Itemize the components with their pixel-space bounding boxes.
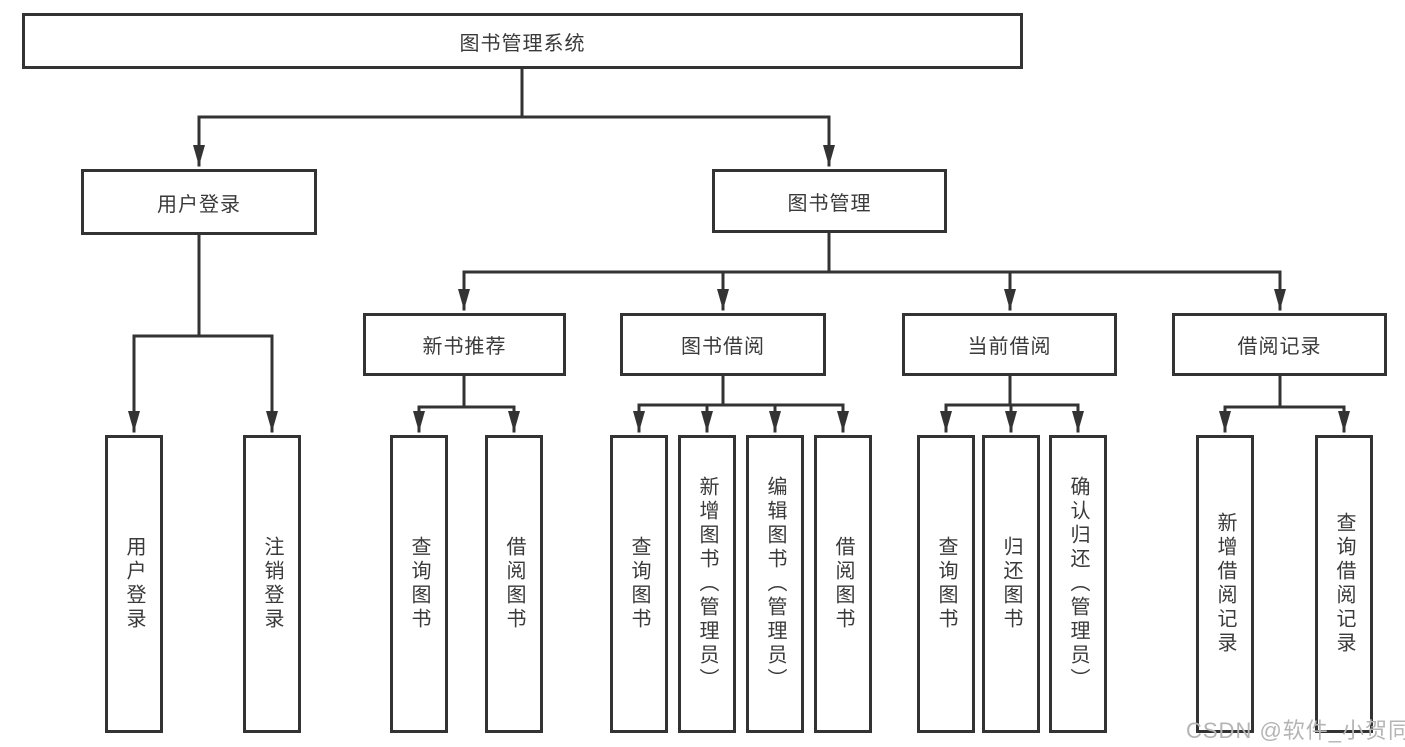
leaf-query-book-borrow: 查询图书 bbox=[610, 435, 668, 733]
node-root-system: 图书管理系统 bbox=[22, 13, 1023, 69]
leaf-borrow-book: 借阅图书 bbox=[814, 435, 872, 733]
leaf-edit-book-admin: 编辑图书（管理员） bbox=[746, 435, 804, 733]
node-book-management: 图书管理 bbox=[712, 169, 947, 233]
node-new-book-recommend: 新书推荐 bbox=[363, 313, 566, 376]
leaf-borrow-book-recommend: 借阅图书 bbox=[485, 435, 543, 733]
connector-book-borrow-children bbox=[633, 374, 849, 433]
node-borrow-records: 借阅记录 bbox=[1172, 313, 1387, 376]
connector-borrow-records-children bbox=[1219, 374, 1350, 433]
leaf-logout: 注销登录 bbox=[243, 435, 301, 733]
leaf-query-borrow-record: 查询借阅记录 bbox=[1315, 435, 1373, 733]
leaf-confirm-return-admin: 确认归还（管理员） bbox=[1049, 435, 1107, 733]
connector-new-book-recommend-children bbox=[413, 374, 520, 433]
leaf-query-book-recommend: 查询图书 bbox=[390, 435, 448, 733]
node-current-borrow: 当前借阅 bbox=[902, 313, 1117, 376]
node-user-login: 用户登录 bbox=[81, 169, 317, 235]
leaf-add-borrow-record: 新增借阅记录 bbox=[1196, 435, 1254, 733]
leaf-return-book: 归还图书 bbox=[982, 435, 1040, 733]
node-book-borrow: 图书借阅 bbox=[620, 313, 826, 376]
leaf-user-login: 用户登录 bbox=[105, 435, 163, 733]
connector-book-management-children bbox=[458, 231, 1286, 311]
leaf-query-book-current: 查询图书 bbox=[917, 435, 975, 733]
connector-user-login-children bbox=[128, 233, 278, 433]
connector-root-to-level2 bbox=[193, 67, 835, 167]
watermark-text: CSDN @软件_小贺同学 bbox=[1186, 718, 1405, 743]
leaf-add-book-admin: 新增图书（管理员） bbox=[678, 435, 736, 733]
connector-current-borrow-children bbox=[940, 374, 1084, 433]
